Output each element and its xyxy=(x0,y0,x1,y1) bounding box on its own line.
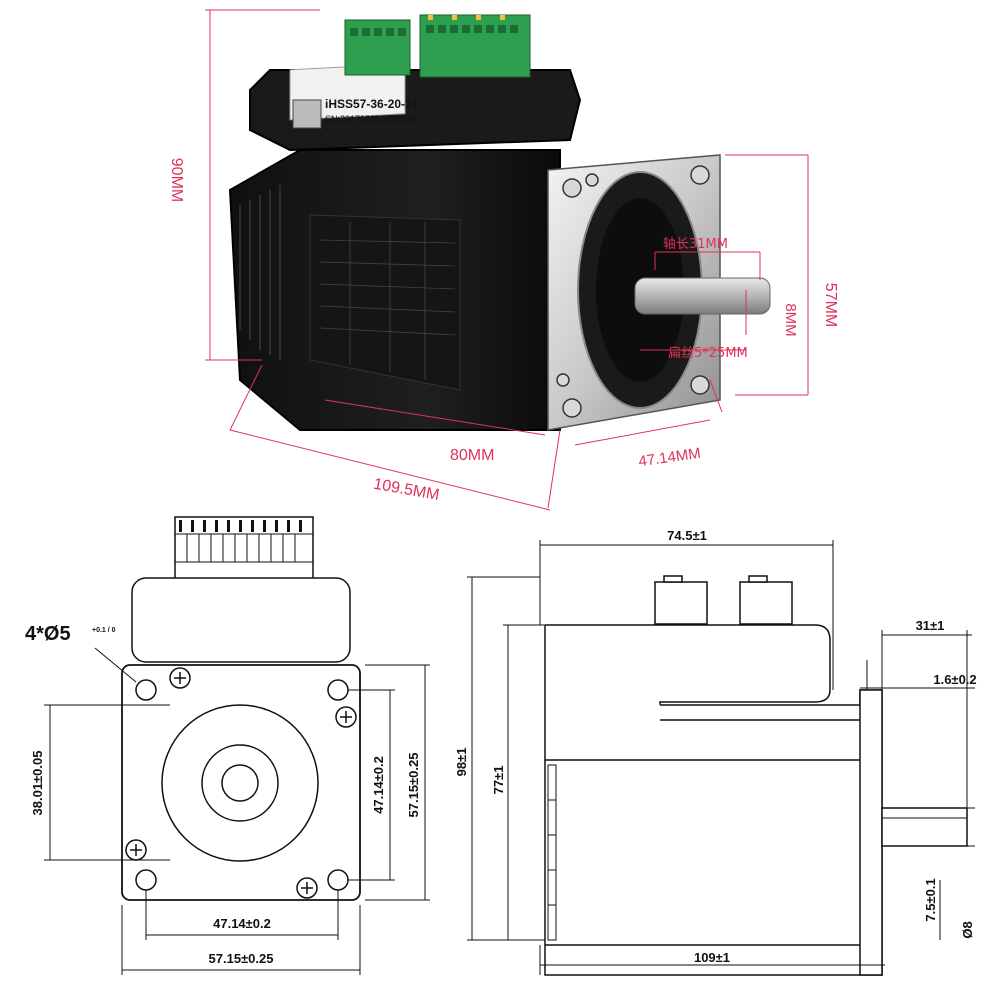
motor-photo: iHSS57-36-20-31 SN:20171205152V1.45 xyxy=(168,9,839,511)
serial-label-text: SN:20171205152V1.45 xyxy=(325,114,419,124)
front-connector xyxy=(174,516,314,580)
side-dim-total-height: 98±1 xyxy=(454,748,469,777)
motor-shaft xyxy=(634,277,771,315)
side-dim-boss: 1.6±0.2 xyxy=(933,672,976,687)
terminal-block-right xyxy=(419,14,531,78)
photo-dim-flange-side: 57MM xyxy=(822,283,839,327)
photo-dim-shaft-dia: 8MM xyxy=(782,303,799,336)
photo-dim-hole-spacing: 47.14MM xyxy=(637,445,701,471)
front-dim-hole-horizontal: 47.14±0.2 xyxy=(213,916,271,931)
front-dim-bore: 38.01±0.05 xyxy=(30,751,45,816)
side-shaft xyxy=(881,807,968,847)
photo-dim-body-length: 80MM xyxy=(450,447,494,464)
side-connector-2 xyxy=(739,581,793,625)
side-flange xyxy=(859,689,883,976)
front-hole-tolerance: +0.1 / 0 xyxy=(92,627,116,634)
front-driver-box xyxy=(131,577,351,663)
side-dim-shaft-dia: Ø8 xyxy=(960,921,975,938)
side-dim-total-length: 109±1 xyxy=(694,950,730,965)
model-label-text: iHSS57-36-20-31 xyxy=(325,97,419,111)
terminal-block-left xyxy=(344,19,411,76)
flange-screws xyxy=(556,165,710,418)
front-boss-inner xyxy=(201,744,279,822)
spec-table-panel xyxy=(309,214,461,391)
front-shaft-circle xyxy=(221,764,259,802)
front-dim-side-horizontal: 57.15±0.25 xyxy=(209,951,274,966)
side-dim-flat: 7.5±0.1 xyxy=(923,878,938,921)
side-dim-top-width: 74.5±1 xyxy=(667,528,707,543)
side-view-drawing: 74.5±1 98±1 77±1 31±1 1.6±0.2 7.5±0.1 Ø8… xyxy=(454,528,977,976)
photo-shaft-flat-note: 扁丝5*25MM xyxy=(668,346,748,361)
front-hole-spec: 4*Ø5 xyxy=(25,623,71,645)
front-view-drawing: 4*Ø5 +0.1 / 0 38.01±0.05 47.14±0.2 57.15… xyxy=(25,516,430,975)
photo-dim-height: 90MM xyxy=(168,158,185,202)
front-dim-side-vertical: 57.15±0.25 xyxy=(406,753,421,818)
front-screws xyxy=(125,667,357,899)
front-flange xyxy=(121,664,361,901)
side-driver-outline xyxy=(545,624,831,705)
qr-code xyxy=(292,99,322,129)
side-connector-1 xyxy=(654,581,708,625)
side-dim-body-height: 77±1 xyxy=(491,766,506,795)
front-dim-hole-vertical: 47.14±0.2 xyxy=(371,756,386,814)
photo-shaft-length-note: 轴长31MM xyxy=(663,237,728,252)
front-boss-outer xyxy=(161,704,319,862)
side-dim-shaft-length: 31±1 xyxy=(916,618,945,633)
